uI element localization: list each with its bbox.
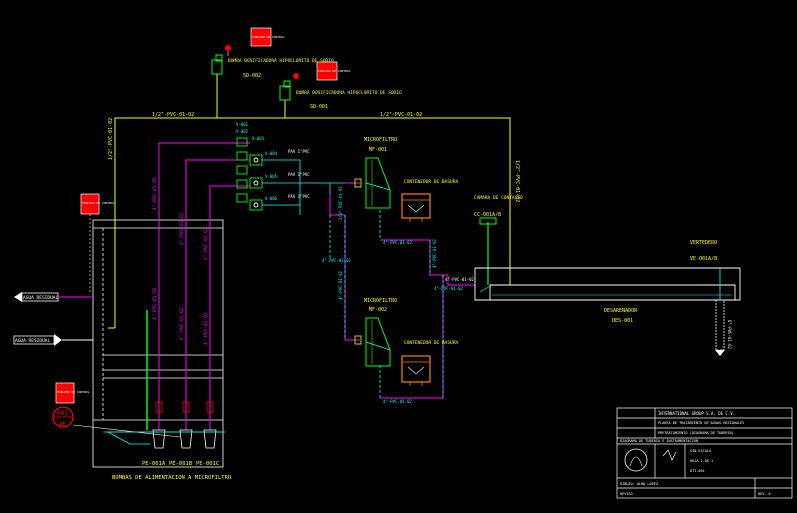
tb-sheet: HOJA 1 DE 1 [690, 459, 713, 463]
tb-scale: SIN ESCALA [690, 449, 712, 453]
microfilter-mf-001[interactable] [354, 157, 391, 209]
chamber-tag: CC-001A/B [474, 212, 501, 218]
level-indicator-tag: 001 [57, 410, 68, 417]
company-logo [624, 448, 677, 472]
pump-sd-001-label: BOMBA DOSIFICADORA HIPOCLORITO DE SODIO [296, 90, 402, 96]
vline-label-6: 4"-PVC-01-02 [203, 312, 209, 345]
control-panel-box-4[interactable]: TABLERO DE CONTROL [55, 382, 90, 404]
control-panel-box-1[interactable]: TABLERO DE CONTROL [250, 27, 285, 47]
outfall-tag: VE-001A/B [690, 256, 717, 262]
line-label-vert-left: 1/2"-PVC-01-02 [108, 118, 114, 160]
tb-project-1: PLANTA DE TRATAMIENTO DE AGUAS RESIDUALE… [658, 421, 744, 425]
mf-001-title: MICROFILTRO [364, 137, 397, 143]
inlet-label-bottom: AGUA RESIDUAL [15, 338, 51, 344]
valve-tag-2: V-002 [236, 129, 249, 134]
desarenador-label: DESARENADOR [604, 308, 638, 314]
desarenador-tank[interactable] [474, 267, 741, 301]
feed-pumps[interactable] [105, 429, 225, 449]
dosing-pump-sd-001[interactable] [279, 73, 299, 101]
tb-dwg-number: DTI-001 [690, 469, 705, 473]
line-label-mid-4: 4"-PVC-01-02 [383, 240, 412, 245]
mf-002-title: MICROFILTRO [364, 298, 397, 304]
vline-label-1: 4"-PVC-01-02 [152, 177, 158, 210]
inlet-arrow-bottom [13, 334, 93, 346]
trash-container-1[interactable] [401, 193, 431, 222]
contact-chamber[interactable] [479, 217, 497, 285]
pump-discharge-lines [158, 142, 250, 430]
dashed-overflow-lines [329, 210, 444, 398]
line-label-mid-2: 4"-PVC-01-02 [322, 258, 351, 263]
valve-tag-4: V-004 [265, 151, 278, 156]
valve-tag-6: V-006 [265, 196, 278, 201]
feed-label-1: PAV 1"PVC [288, 149, 310, 154]
desarenador-tag: DES-001 [612, 318, 633, 324]
control-panel-label-3: TABLERO DE CONTROL [82, 201, 115, 205]
valve-tag-1: V-001 [236, 122, 249, 127]
pump-tag-c: PE-001C [196, 461, 219, 467]
line-label-vert-right: 1/2"-PVC-01-02 [514, 160, 520, 202]
vline-label-2: 4"-PVC-01-02 [179, 212, 185, 245]
line-label-right-1: 4"-PVC-01-02 [445, 277, 474, 282]
mf-002-tag: MF-002 [369, 307, 387, 313]
mf-001-container: CONTENEDOR DE BASURA [404, 179, 458, 185]
valve-tag-3: V-003 [252, 136, 265, 141]
tb-footer-2: REVISO [620, 492, 633, 496]
mf-002-container: CONTENEDOR DE BASURA [404, 340, 458, 346]
pump-sd-001-tag: SD-001 [310, 104, 328, 110]
line-label-mid-5: 4"-PVC-01-02 [383, 399, 412, 404]
control-panel-label-4: TABLERO DE CONTROL [57, 390, 90, 394]
line-label-mid-6: 4"-PVC-01-02 [432, 239, 437, 268]
inlet-label-top: AGUA RESIDUAL [23, 295, 59, 301]
dosing-pump-sd-002[interactable] [211, 45, 231, 75]
chamber-title: CAMARA DE CONTACTO [474, 195, 523, 201]
tb-drawing-title: DIAGRAMA DE TUBERIA E INSTRUMENTACION [620, 439, 698, 443]
title-block [616, 407, 793, 499]
control-panel-label-1: TABLERO DE CONTROL [252, 35, 285, 39]
dosing-lines [108, 74, 511, 329]
tb-rev: REV. 0 [758, 492, 771, 496]
pump-sd-002-label: BOMBA DOSIFICADORA HIPOCLORITO DE SODIO [228, 58, 334, 64]
line-label-top-left: 1/2"-PVC-01-02 [152, 112, 194, 118]
outfall-weir[interactable] [715, 268, 725, 356]
pump-well-tank [92, 219, 224, 468]
microfilter-mf-002[interactable] [354, 317, 391, 367]
level-indicator-sub: AE [59, 421, 67, 428]
inlet-arrow-top [14, 292, 93, 302]
line-label-right-2: 6"-PVC-01-02 [727, 320, 732, 349]
vline-label-3: 4"-PVC-01-02 [203, 227, 209, 260]
feed-label-2: PAV 1"PVC [288, 172, 310, 177]
outfall-title: VERTEDERO [690, 240, 717, 246]
tb-project-2: PRETRATAMIENTO (DIAGRAMA DE TUBERIA) [658, 431, 734, 435]
pump-tag-a: PE-001A [142, 461, 166, 467]
pumps-title: BOMBAS DE ALIMENTACION A MICROFILTRO [112, 475, 231, 481]
vline-label-4: 4"-PVC-01-02 [152, 287, 158, 320]
line-label-mid-3: 4"-PVC-01-02 [338, 271, 343, 300]
tb-footer-1: DIBUJO: ALMA LOPEZ [620, 482, 658, 486]
riser-valves[interactable] [155, 401, 214, 413]
feed-label-3: PAV 1"PVC [288, 194, 310, 199]
line-label-top-right: 1/2"-PVC-01-02 [380, 112, 422, 118]
level-indicator[interactable]: 001 AE [52, 406, 74, 428]
vline-label-5: 4"-PVC-01-02 [179, 307, 185, 340]
trash-container-2[interactable] [401, 355, 431, 386]
line-label-mid-7: 4"-PVC-01-02 [434, 286, 463, 291]
control-panel-label-2: TABLERO DE CONTROL [318, 69, 351, 73]
tb-company: INTERNATIONAL GROUP S.A. DE C.V. [658, 411, 735, 416]
pump-tag-b: PE-001B [169, 461, 193, 467]
pump-sd-002-tag: SD-002 [243, 73, 261, 79]
control-panel-box-2[interactable]: TABLERO DE CONTROL [316, 61, 351, 81]
mf-001-tag: MF-001 [369, 147, 387, 153]
valve-tag-5: V-005 [265, 174, 278, 179]
line-label-mid-1: 1/2"-PVC-01-02 [338, 186, 343, 220]
